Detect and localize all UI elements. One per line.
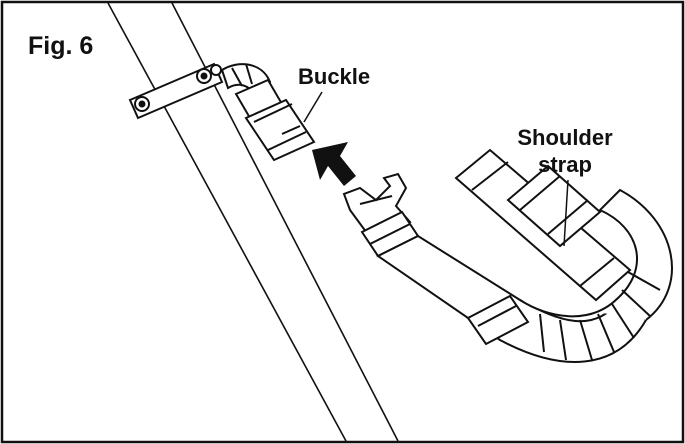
callout-leaders	[303, 91, 569, 247]
shoulder-strap-pad	[454, 148, 632, 302]
male-buckle	[342, 172, 420, 258]
shoulder-strap-label-line1: Shoulder	[517, 125, 613, 150]
figure-label: Fig. 6	[28, 32, 93, 60]
buckle-label: Buckle	[298, 64, 370, 89]
strap-webbing	[376, 188, 673, 363]
insert-direction-arrow	[312, 142, 356, 186]
female-buckle	[220, 63, 316, 162]
tube-bracket	[128, 62, 224, 120]
shoulder-strap-leader	[563, 179, 569, 247]
shoulder-strap-label-line2: strap	[538, 152, 592, 177]
buckle-leader	[303, 91, 323, 123]
